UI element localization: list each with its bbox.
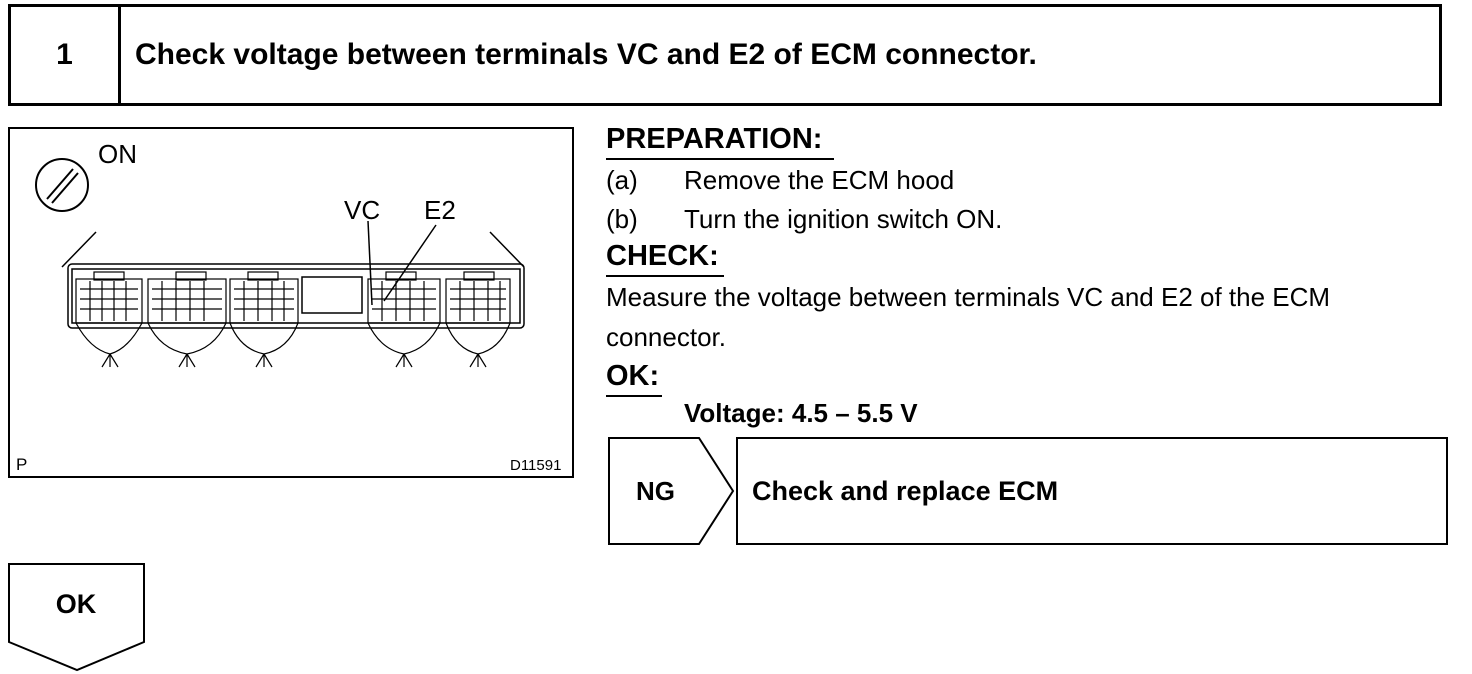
ng-action-text: Check and replace ECM: [752, 475, 1059, 506]
ecm-connector-drawing: [35, 158, 525, 368]
terminal-leader-lines: [367, 220, 437, 306]
prep-step-a-text: Remove the ECM hood: [684, 165, 955, 195]
step-header: 1 Check voltage between terminals VC and…: [8, 4, 1442, 106]
prep-step-a-marker: (a): [606, 165, 638, 195]
step-number: 1: [11, 7, 121, 103]
step-title: Check voltage between terminals VC and E…: [135, 38, 1037, 71]
ok-heading: OK:: [606, 360, 660, 392]
ignition-switch-icon: [35, 158, 89, 212]
ng-label: NG: [636, 475, 675, 506]
check-heading: CHECK:: [606, 240, 719, 272]
ok-underline: [606, 395, 662, 397]
figure-id: D11591: [510, 457, 562, 474]
ok-label: OK: [55, 588, 97, 619]
ecm-connector-illustration: ON VC E2 P D11591: [8, 127, 574, 478]
terminal-e2-label: E2: [424, 195, 456, 225]
prep-step-b-text: Turn the ignition switch ON.: [684, 204, 1003, 234]
preparation-underline: [606, 158, 834, 160]
wire-harnesses: [75, 322, 511, 368]
check-line-2: connector.: [606, 322, 726, 352]
ng-arrow-shape: [608, 437, 735, 545]
ecm-housing: [61, 231, 525, 329]
preparation-heading: PREPARATION:: [606, 123, 823, 155]
ok-voltage-spec: Voltage: 4.5 – 5.5 V: [684, 398, 918, 428]
switch-on-label: ON: [98, 139, 137, 169]
terminal-vc-label: VC: [344, 195, 381, 225]
check-line-1: Measure the voltage between terminals VC…: [606, 282, 1331, 312]
ng-action-box: Check and replace ECM: [736, 437, 1448, 545]
check-underline: [606, 275, 724, 277]
connector-blocks: [75, 271, 511, 324]
prep-step-b-marker: (b): [606, 204, 638, 234]
ok-arrow-shape: [8, 563, 145, 672]
corner-label: P: [16, 455, 28, 474]
